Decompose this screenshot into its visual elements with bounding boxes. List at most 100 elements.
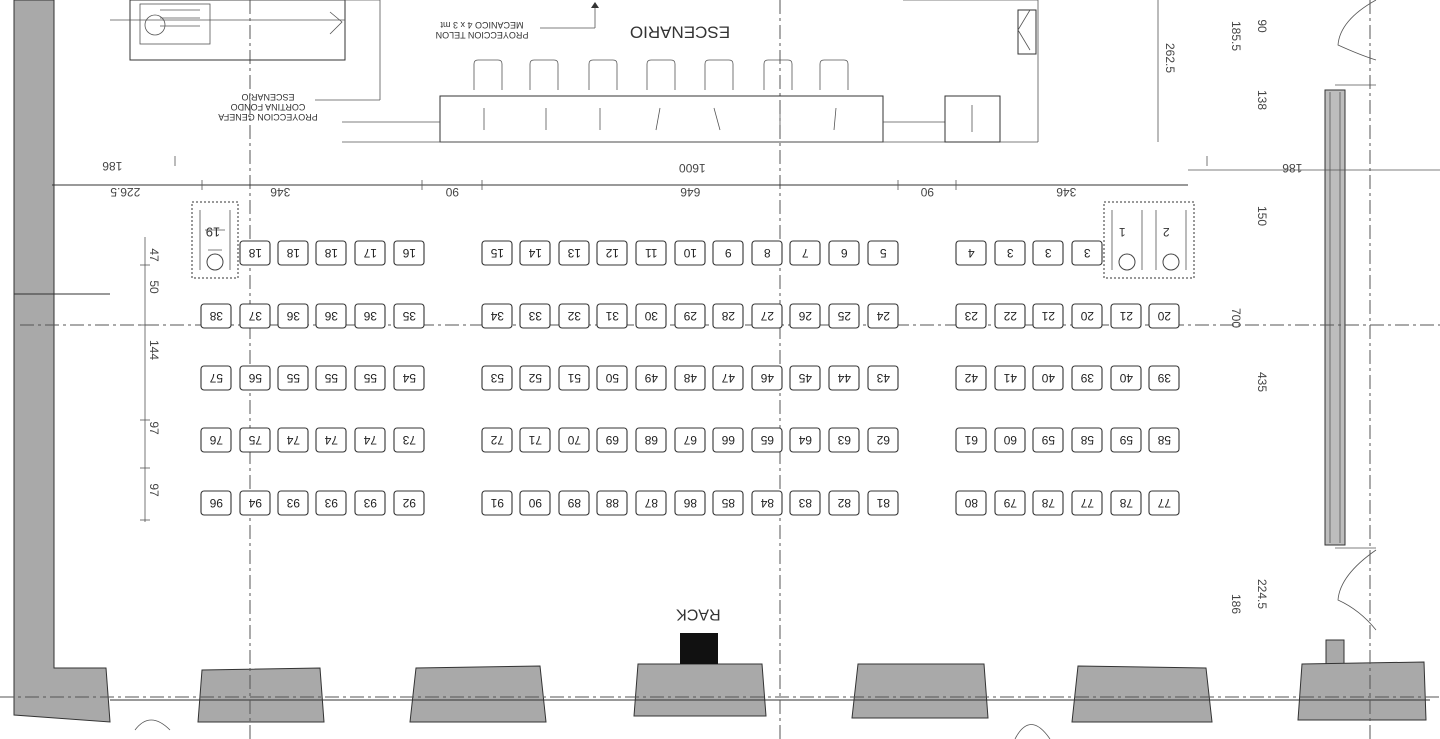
seat-outline bbox=[955, 240, 987, 266]
seat-number: 55 bbox=[363, 371, 377, 385]
dim-r-700: 700 bbox=[1229, 308, 1243, 328]
seat: 23 bbox=[955, 303, 987, 329]
seat: 33 bbox=[519, 303, 551, 329]
seat: 25 bbox=[828, 303, 860, 329]
seat: 86 bbox=[674, 490, 706, 516]
svg-text:PROYECCION GENEFACORTINA FONDO: PROYECCION GENEFACORTINA FONDOESCENARIO bbox=[218, 92, 318, 122]
seat-outline bbox=[277, 427, 309, 453]
seat-outline bbox=[712, 240, 744, 266]
seat: 56 bbox=[239, 365, 271, 391]
seat-number: 5 bbox=[880, 246, 887, 260]
seat-number: 38 bbox=[209, 309, 223, 323]
rack-label: RACK bbox=[676, 606, 721, 623]
seat-outline bbox=[712, 303, 744, 329]
seat: 87 bbox=[635, 490, 667, 516]
seat-number: 29 bbox=[683, 309, 697, 323]
seat-number: 31 bbox=[605, 309, 619, 323]
seat-outline bbox=[1148, 490, 1180, 516]
seat: 96 bbox=[200, 490, 232, 516]
seat-outline bbox=[789, 240, 821, 266]
seat-number: 74 bbox=[286, 433, 300, 447]
seat-outline bbox=[558, 240, 590, 266]
seat-number: 94 bbox=[248, 496, 262, 510]
seat-number: 58 bbox=[1157, 433, 1171, 447]
seat-outline bbox=[828, 303, 860, 329]
dim-left-346: 346 bbox=[270, 185, 290, 199]
seat-outline bbox=[674, 240, 706, 266]
seat-number: 20 bbox=[1157, 309, 1171, 323]
dim-v-50: 50 bbox=[147, 280, 161, 294]
seat: 14 bbox=[519, 240, 551, 266]
seat: 75 bbox=[239, 427, 271, 453]
seat-number: 78 bbox=[1119, 496, 1133, 510]
dim-v-97a: 97 bbox=[147, 421, 161, 435]
seat-outline bbox=[955, 490, 987, 516]
seat-outline bbox=[354, 303, 386, 329]
seat: 6 bbox=[828, 240, 860, 266]
seat: 8 bbox=[751, 240, 783, 266]
seat-outline bbox=[1071, 303, 1103, 329]
stage-area bbox=[110, 0, 1159, 143]
seat: 44 bbox=[828, 365, 860, 391]
seat-outline bbox=[519, 240, 551, 266]
dim-r-1855: 185.5 bbox=[1229, 21, 1243, 51]
seat: 45 bbox=[789, 365, 821, 391]
seat: 39 bbox=[1148, 365, 1180, 391]
seat: 12 bbox=[596, 240, 628, 266]
dim-left-186: 186 bbox=[102, 159, 122, 173]
seat-number: 30 bbox=[644, 309, 658, 323]
svg-text:2: 2 bbox=[1163, 225, 1170, 239]
seat: 30 bbox=[635, 303, 667, 329]
dim-gap-90-left: 90 bbox=[445, 185, 459, 199]
seat-number: 39 bbox=[1157, 371, 1171, 385]
seat: 28 bbox=[712, 303, 744, 329]
seat-number: 72 bbox=[490, 433, 504, 447]
seat: 64 bbox=[789, 427, 821, 453]
seat: 59 bbox=[1032, 427, 1064, 453]
seat-outline bbox=[867, 303, 899, 329]
seat-number: 43 bbox=[876, 371, 890, 385]
seat: 83 bbox=[789, 490, 821, 516]
seat-outline bbox=[751, 427, 783, 453]
seat-number: 36 bbox=[324, 309, 338, 323]
seat: 85 bbox=[712, 490, 744, 516]
seat-number: 77 bbox=[1080, 496, 1094, 510]
seat-number: 52 bbox=[528, 371, 542, 385]
seat: 31 bbox=[596, 303, 628, 329]
seat-number: 27 bbox=[760, 309, 774, 323]
door-arcs bbox=[134, 0, 1377, 739]
seat-outline bbox=[239, 240, 271, 266]
seat-number: 93 bbox=[286, 496, 300, 510]
seat-outline bbox=[751, 303, 783, 329]
seat-outline bbox=[277, 240, 309, 266]
seat-outline bbox=[277, 490, 309, 516]
seat-outline bbox=[828, 427, 860, 453]
seat-number: 44 bbox=[837, 371, 851, 385]
seat-number: 12 bbox=[605, 246, 619, 260]
seat: 52 bbox=[519, 365, 551, 391]
seat: 18 bbox=[277, 240, 309, 266]
seat-number: 3 bbox=[1007, 246, 1014, 260]
seat: 13 bbox=[558, 240, 590, 266]
seat-number: 41 bbox=[1003, 371, 1017, 385]
dim-center-646: 646 bbox=[680, 185, 700, 199]
seat-outline bbox=[867, 365, 899, 391]
seat: 89 bbox=[558, 490, 590, 516]
seat: 29 bbox=[674, 303, 706, 329]
seat-number: 49 bbox=[644, 371, 658, 385]
seat-number: 18 bbox=[248, 246, 262, 260]
dim-r-150: 150 bbox=[1255, 206, 1269, 226]
seat: 74 bbox=[354, 427, 386, 453]
seat: 5 bbox=[867, 240, 899, 266]
seat-number: 6 bbox=[841, 246, 848, 260]
seat-number: 39 bbox=[1080, 371, 1094, 385]
seat-number: 18 bbox=[286, 246, 300, 260]
dim-v-144: 144 bbox=[147, 340, 161, 360]
projection-curtain-note: PROYECCION GENEFACORTINA FONDOESCENARIO bbox=[218, 92, 318, 122]
seat-number: 60 bbox=[1003, 433, 1017, 447]
seat-outline bbox=[558, 427, 590, 453]
seat-number: 67 bbox=[683, 433, 697, 447]
seat: 9 bbox=[712, 240, 744, 266]
seat-number: 54 bbox=[402, 371, 416, 385]
seat: 92 bbox=[393, 490, 425, 516]
